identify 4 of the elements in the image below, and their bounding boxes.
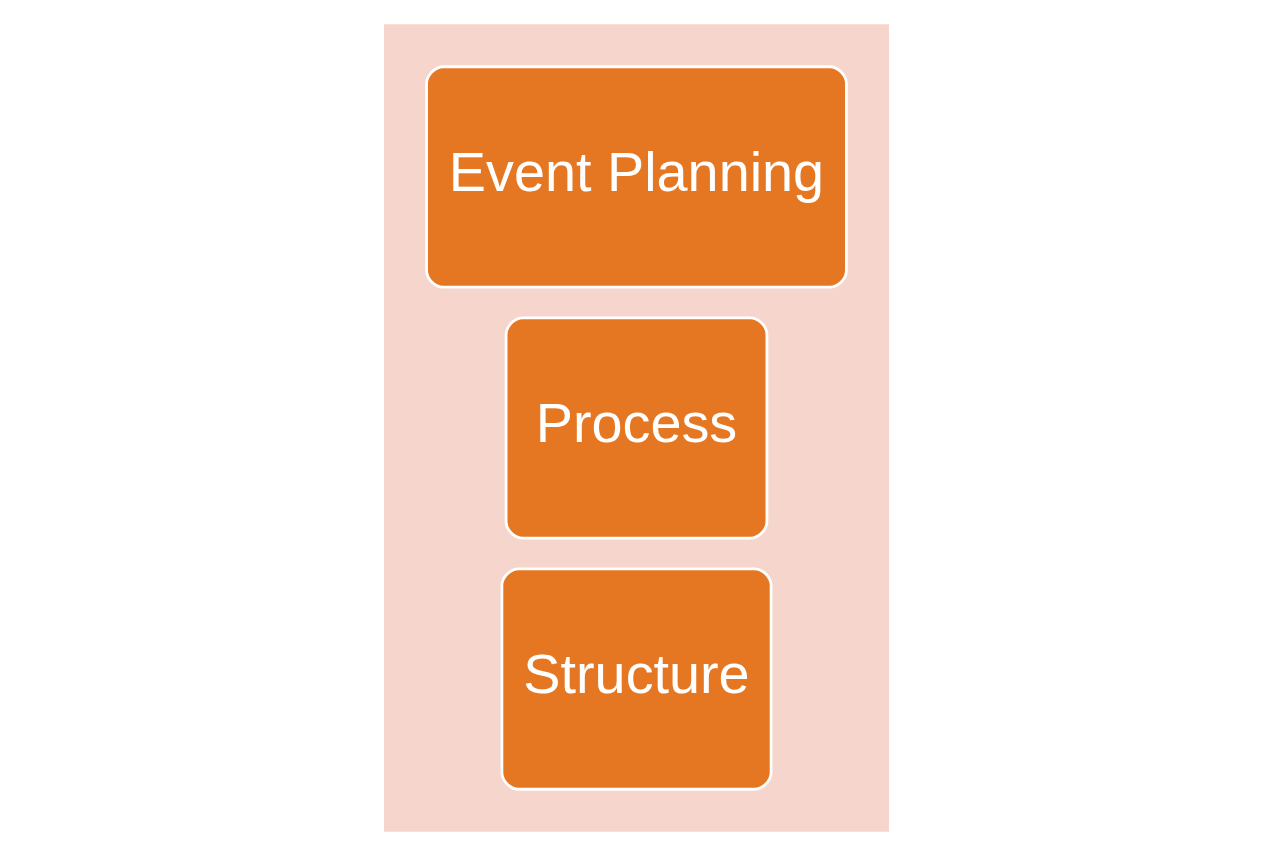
node-box: Process [504,316,768,540]
node-box: Event Planning [424,65,848,289]
node-box: Structure [500,567,772,791]
cluster [383,24,889,832]
